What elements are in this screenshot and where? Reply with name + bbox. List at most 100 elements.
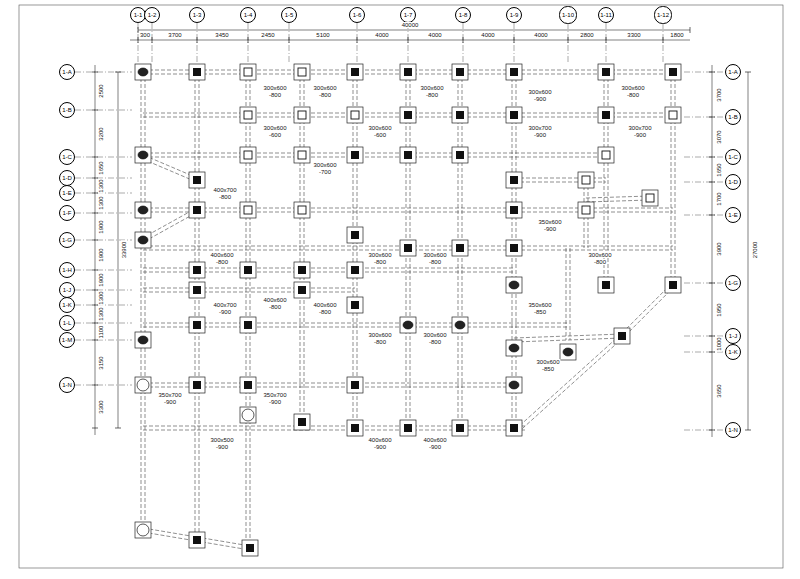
pile-cap bbox=[294, 107, 310, 123]
pile-cap bbox=[189, 282, 205, 298]
drawing-line bbox=[199, 72, 200, 545]
pile-cap bbox=[506, 202, 522, 218]
dimension-text: 1300 bbox=[98, 178, 104, 193]
axis-bubble: 1-8 bbox=[455, 7, 471, 23]
beam-note: 300x600 bbox=[587, 252, 612, 258]
label-holder: 2450 bbox=[260, 32, 275, 38]
axis-bubble: 1-E bbox=[59, 185, 75, 201]
label-holder: 300x600 bbox=[422, 332, 447, 338]
drawing-line bbox=[75, 213, 132, 214]
label-holder: 300x700 bbox=[527, 125, 552, 131]
plan-lines bbox=[19, 5, 783, 568]
drawing-line bbox=[566, 248, 567, 340]
label-holder: 400x600 bbox=[262, 297, 287, 303]
dimension-text: 3650 bbox=[716, 383, 722, 398]
drawing-line bbox=[519, 335, 621, 427]
pile-cap bbox=[189, 377, 205, 393]
axis-label: 1-6 bbox=[353, 12, 362, 18]
column bbox=[404, 424, 412, 432]
label-holder: 300x700 bbox=[627, 125, 652, 131]
label-holder: 300x600 bbox=[367, 332, 392, 338]
drawing-line bbox=[115, 72, 121, 73]
dimension-text: 1300 bbox=[98, 195, 104, 210]
drawing-line bbox=[570, 248, 571, 340]
dimension-text: 2800 bbox=[579, 32, 594, 38]
axis-label: 1-A bbox=[728, 69, 737, 75]
column bbox=[404, 244, 412, 252]
pile-cap bbox=[294, 414, 310, 430]
pile-cap bbox=[347, 107, 363, 123]
drawing-line bbox=[586, 196, 650, 198]
beam-note: 300x600 bbox=[367, 332, 392, 338]
label-holder: 3070 bbox=[716, 129, 722, 144]
pile-cap bbox=[452, 107, 468, 123]
beam-note: -800 bbox=[428, 339, 442, 345]
pile bbox=[137, 524, 149, 536]
label-holder: 4000 bbox=[374, 32, 389, 38]
pile-cap bbox=[578, 202, 594, 218]
pile-cap bbox=[506, 107, 522, 123]
pile-cap bbox=[240, 377, 256, 393]
column bbox=[298, 111, 306, 119]
label-holder: 300x600 bbox=[422, 252, 447, 258]
column bbox=[138, 151, 148, 159]
axis-bubble: 1-L bbox=[59, 315, 75, 331]
beam-note: 300x600 bbox=[422, 332, 447, 338]
axis-bubble: 1-N bbox=[725, 422, 741, 438]
label-holder: 3300 bbox=[98, 399, 104, 414]
label-holder: 300x600 bbox=[535, 359, 560, 365]
axis-label: 1-E bbox=[62, 190, 71, 196]
label-holder: -800 bbox=[428, 259, 442, 265]
column bbox=[244, 266, 252, 274]
column bbox=[456, 244, 464, 252]
label-holder: -900 bbox=[533, 96, 547, 102]
dimension-text: 3150 bbox=[98, 355, 104, 370]
axis-bubble: 1-9 bbox=[506, 7, 522, 23]
drawing-line bbox=[75, 270, 132, 271]
pile-cap bbox=[294, 282, 310, 298]
drawing-line bbox=[138, 30, 690, 31]
dimension-text: 2500 bbox=[98, 83, 104, 98]
column bbox=[404, 151, 412, 159]
beam-note: 350x600 bbox=[537, 219, 562, 225]
column bbox=[510, 68, 518, 76]
label-holder: -800 bbox=[318, 92, 332, 98]
beam-note: -700 bbox=[318, 169, 332, 175]
pile-cap bbox=[642, 190, 658, 206]
axis-bubble: 1-G bbox=[59, 232, 75, 248]
drawing-line bbox=[712, 65, 713, 437]
beam-note: -600 bbox=[373, 132, 387, 138]
label-holder: -850 bbox=[533, 309, 547, 315]
drawing-line bbox=[671, 72, 672, 285]
label-holder: 3450 bbox=[214, 32, 229, 38]
column bbox=[509, 281, 519, 289]
axis-bubble: 1-B bbox=[725, 109, 741, 125]
axis-bubble: 1-A bbox=[725, 64, 741, 80]
label-holder: 350x600 bbox=[527, 302, 552, 308]
axis-label: 1-D bbox=[62, 175, 72, 181]
drawing-line bbox=[623, 286, 674, 337]
dimension-text: 1900 bbox=[98, 272, 104, 287]
pile-cap bbox=[578, 172, 594, 188]
drawing-line bbox=[95, 65, 96, 435]
beam-note: -900 bbox=[633, 132, 647, 138]
drawing-line bbox=[75, 323, 132, 324]
axis-label: 1-D bbox=[728, 179, 738, 185]
pile-cap bbox=[665, 107, 681, 123]
column bbox=[563, 348, 573, 356]
dimension-text: 5100 bbox=[315, 32, 330, 38]
axis-label: 1-A bbox=[62, 69, 71, 75]
column bbox=[244, 151, 252, 159]
label-holder: 1300 bbox=[98, 306, 104, 321]
pile-cap bbox=[189, 317, 205, 333]
label-holder: 1650 bbox=[716, 162, 722, 177]
column bbox=[193, 381, 201, 389]
column bbox=[404, 68, 412, 76]
drawing-line bbox=[745, 430, 751, 431]
axis-label: 1-F bbox=[63, 210, 72, 216]
column bbox=[351, 231, 359, 239]
pile-cap bbox=[400, 64, 416, 80]
pile-cap bbox=[598, 147, 614, 163]
drawing-line bbox=[143, 323, 568, 324]
column bbox=[244, 111, 252, 119]
